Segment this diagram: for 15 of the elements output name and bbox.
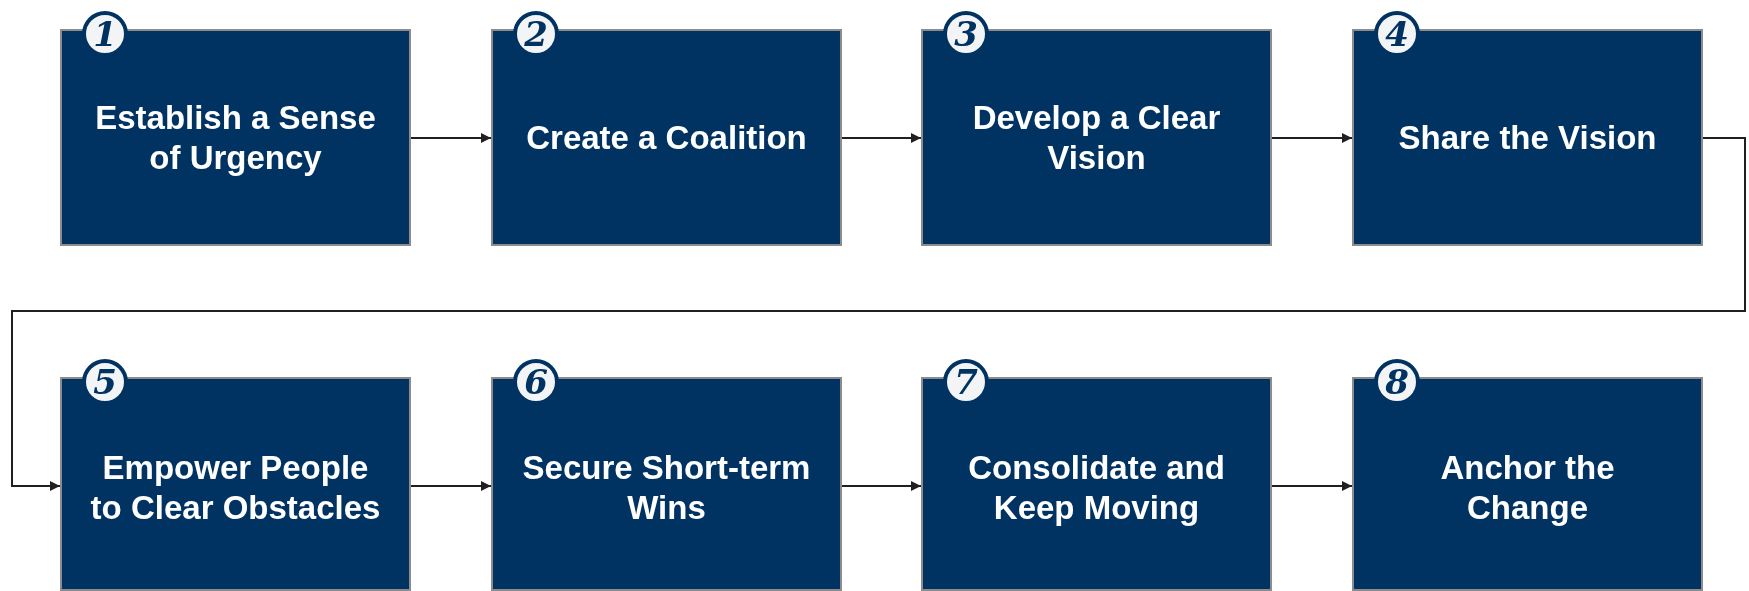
step-label: Secure Short-term Wins	[521, 448, 812, 528]
step-label: Develop a Clear Vision	[971, 97, 1222, 178]
step-label: Share the Vision	[1398, 117, 1657, 158]
arrow	[410, 133, 492, 143]
arrow	[1271, 133, 1353, 143]
step-label: Establish a Sense of Urgency	[94, 97, 377, 178]
step-label: Consolidate and Keep Moving	[967, 448, 1226, 528]
arrow	[1271, 481, 1353, 491]
arrow	[11, 137, 1746, 491]
step-label: Anchor the Change	[1439, 448, 1616, 528]
step-label: Empower People to Clear Obstacles	[89, 448, 382, 528]
arrow	[410, 481, 492, 491]
arrow	[841, 133, 922, 143]
step-label: Create a Coalition	[526, 117, 807, 158]
arrow	[841, 481, 922, 491]
